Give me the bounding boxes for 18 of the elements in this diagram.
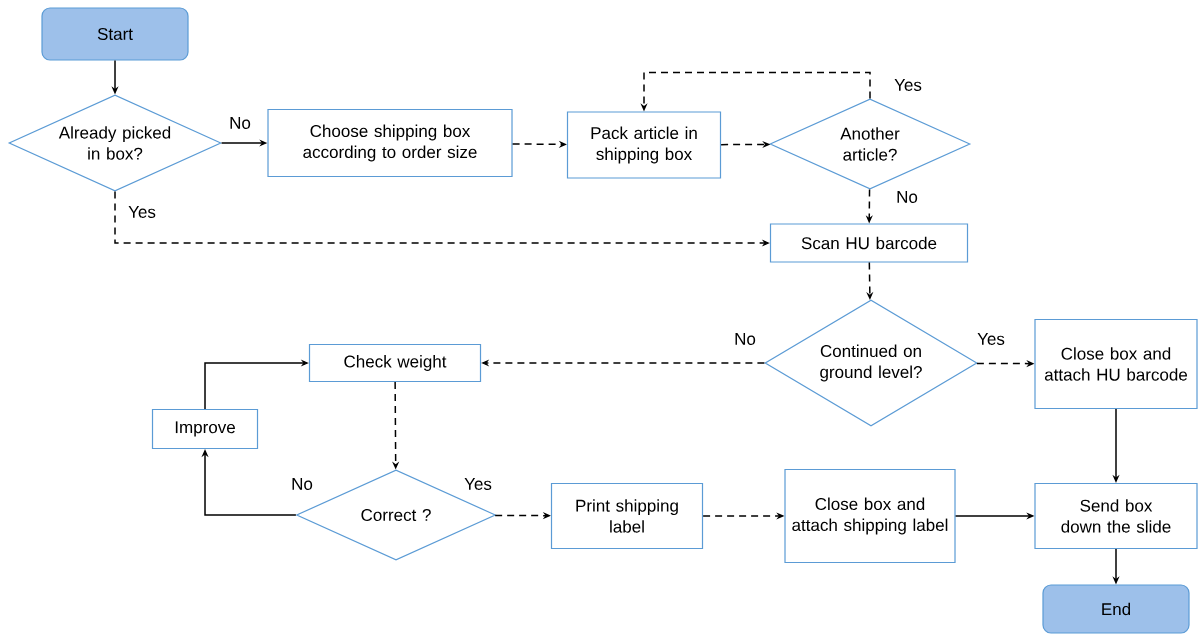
process-box: Close box and attach shipping label — [784, 468, 956, 564]
process-box: Improve — [151, 408, 259, 450]
process-box: Check weight — [308, 343, 482, 383]
edge-label: Yes — [127, 205, 157, 219]
edge-label: No — [733, 332, 757, 346]
edge-label: Yes — [976, 332, 1006, 346]
process-box: Send box down the slide — [1034, 482, 1198, 550]
edge-label: No — [895, 190, 919, 204]
process-box: Print shipping label — [550, 482, 704, 550]
process-box: Scan HU barcode — [769, 223, 969, 263]
process-box: Close box and attach HU barcode — [1034, 318, 1198, 410]
edge-label: No — [228, 116, 252, 130]
edge-label: Yes — [893, 78, 923, 92]
process-box: Choose shipping box according to order size — [267, 108, 513, 178]
terminal-box: Start — [41, 7, 189, 61]
process-box: Pack article in shipping box — [566, 111, 722, 179]
edge-label: Yes — [463, 477, 493, 491]
terminal-box: End — [1042, 584, 1190, 634]
